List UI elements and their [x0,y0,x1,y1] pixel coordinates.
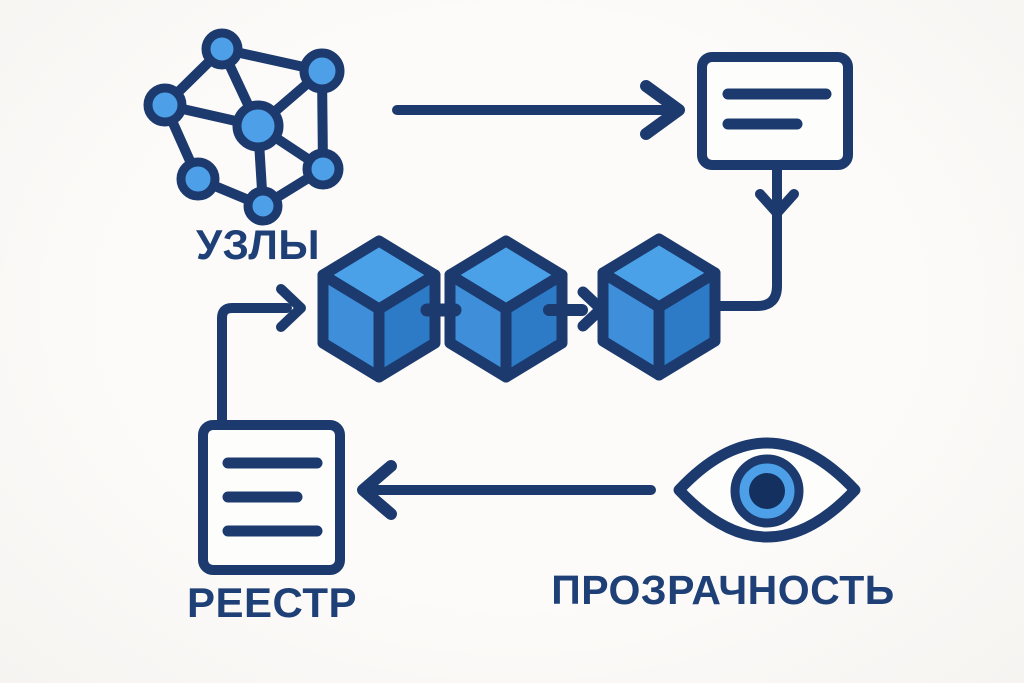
cube-link-arrowhead [577,286,607,332]
transparency-label: ПРОЗРАЧНОСТЬ [551,567,895,613]
eye-icon [673,437,861,543]
arrow-card-to-cubes [709,160,799,311]
blockchain-cubes-icon [317,233,721,383]
document-card-icon [697,52,853,170]
arrow-ledger-to-cubes [217,284,306,431]
arrow-eye-to-ledger [357,460,656,520]
ledger-document-icon [198,420,345,575]
ledger-label: РЕЕСТР [187,579,357,626]
network-nodes-icon [143,28,345,226]
block-cube-2 [444,235,568,383]
block-cube-1 [317,235,441,383]
block-cube-3 [597,233,721,381]
nodes-label: УЗЛЫ [196,221,320,268]
arrow-nodes-to-card [392,80,685,140]
